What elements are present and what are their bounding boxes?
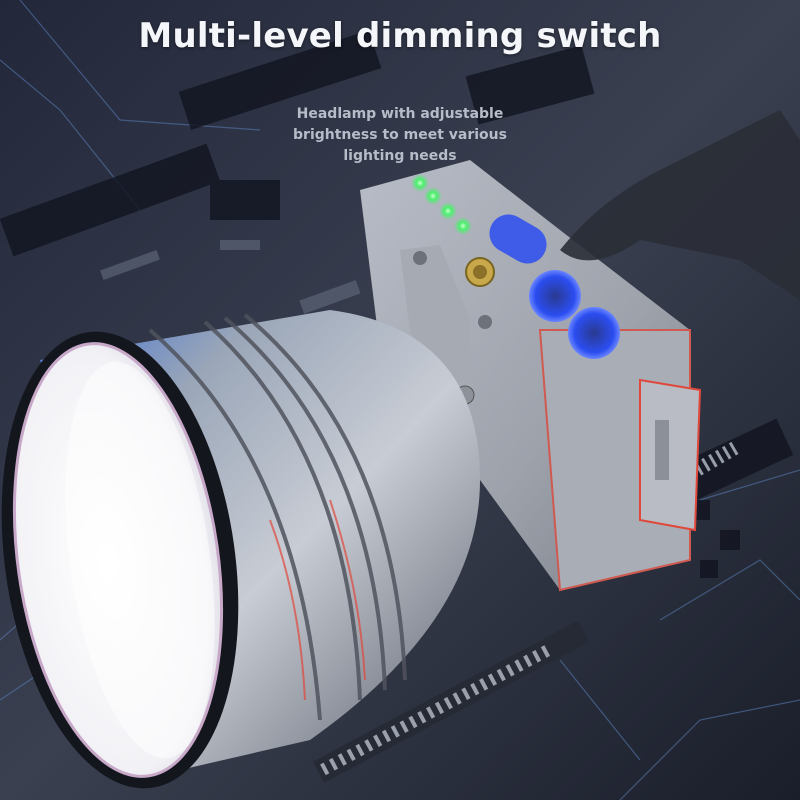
subtitle-line: lighting needs xyxy=(343,148,457,164)
subtitle-line: brightness to meet various xyxy=(293,127,507,143)
indicator-leds xyxy=(411,174,472,235)
page-title: Multi-level dimming switch xyxy=(138,16,662,56)
subtitle-line: Headlamp with adjustable xyxy=(296,106,504,122)
subtitle: Headlamp with adjustable brightness to m… xyxy=(250,104,550,167)
